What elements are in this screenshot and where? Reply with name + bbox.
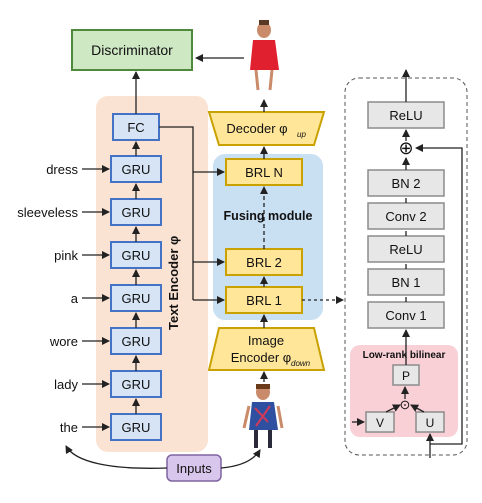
gru-box: [110, 327, 162, 355]
gru-label: GRU: [122, 205, 151, 220]
word-label: dress: [46, 162, 78, 177]
bn2-label: BN 2: [392, 176, 421, 191]
brl-1-label: BRL 1: [246, 293, 282, 308]
text-encoder-title: Text Encoder φ: [166, 236, 181, 330]
image-encoder-box: [207, 327, 326, 371]
relu-label: ReLU: [389, 242, 422, 257]
fc-to-brl-lines: [159, 126, 225, 304]
u-box: [415, 411, 445, 433]
gru-label: GRU: [122, 334, 151, 349]
gru-label: GRU: [122, 377, 151, 392]
relu-top-label: ReLU: [389, 108, 422, 123]
conv2-label: Conv 2: [385, 209, 426, 224]
inputs-arrows: [65, 445, 261, 469]
hadamard-symbol: ⊙: [400, 397, 411, 412]
brl-2-box: [225, 248, 303, 276]
brl-n-box: [225, 158, 303, 186]
decoder-label: Decoder φ: [226, 121, 287, 136]
input-image: [242, 384, 284, 448]
word-label: wore: [49, 334, 78, 349]
conv1-label: Conv 1: [385, 308, 426, 323]
gru-label: GRU: [122, 291, 151, 306]
fusing-module-region: [213, 154, 323, 320]
word-label: pink: [54, 248, 78, 263]
gru-box: [110, 155, 162, 183]
image-encoder-subscript: down: [291, 359, 311, 368]
lowrank-title: Low-rank bilinear: [363, 350, 446, 361]
brl-detail: ReLU ⊕ BN 2 Conv 2 ReLU BN 1 Conv 1 Low-…: [352, 69, 463, 458]
decoder-box: [207, 111, 326, 146]
bn2-box: [367, 169, 445, 197]
brl-detail-region: [344, 77, 468, 456]
gru-box: [110, 413, 162, 441]
v-label: V: [376, 416, 384, 430]
word-label: lady: [54, 377, 78, 392]
discriminator-box: [71, 29, 193, 71]
word-label: the: [60, 420, 78, 435]
text-encoder-region: [96, 96, 208, 452]
brl-detail-arrows: [352, 69, 463, 458]
fusing-module: Decoder φ up Fusing module BRL N BRL 2 B…: [207, 99, 326, 382]
gru-label: GRU: [122, 248, 151, 263]
bn1-label: BN 1: [392, 275, 421, 290]
inputs-label: Inputs: [176, 461, 212, 476]
brl-n-label: BRL N: [245, 165, 283, 180]
image-encoder-label-2: Encoder φ: [231, 350, 291, 365]
decoder-subscript: up: [297, 130, 306, 139]
image-encoder-label-1: Image: [248, 333, 284, 348]
fusing-module-title: Fusing module: [224, 209, 313, 223]
gru-label: GRU: [122, 420, 151, 435]
word-label: a: [71, 291, 79, 306]
output-image: [250, 20, 279, 91]
brl-2-label: BRL 2: [246, 255, 282, 270]
conv1-box: [367, 301, 445, 329]
word-label: sleeveless: [17, 205, 78, 220]
v-box: [365, 411, 395, 433]
gru-box: [110, 370, 162, 398]
text-encoder: FC GRU GRU GRU GRU GRU GRU GRU dress sle…: [17, 71, 181, 441]
discriminator-label: Discriminator: [91, 42, 173, 58]
gru-label: GRU: [122, 162, 151, 177]
relu-box: [367, 235, 445, 263]
plus-symbol: ⊕: [398, 138, 413, 158]
fc-label: FC: [127, 120, 144, 135]
word-arrows: [82, 165, 110, 431]
u-label: U: [426, 416, 435, 430]
p-label: P: [402, 369, 410, 383]
